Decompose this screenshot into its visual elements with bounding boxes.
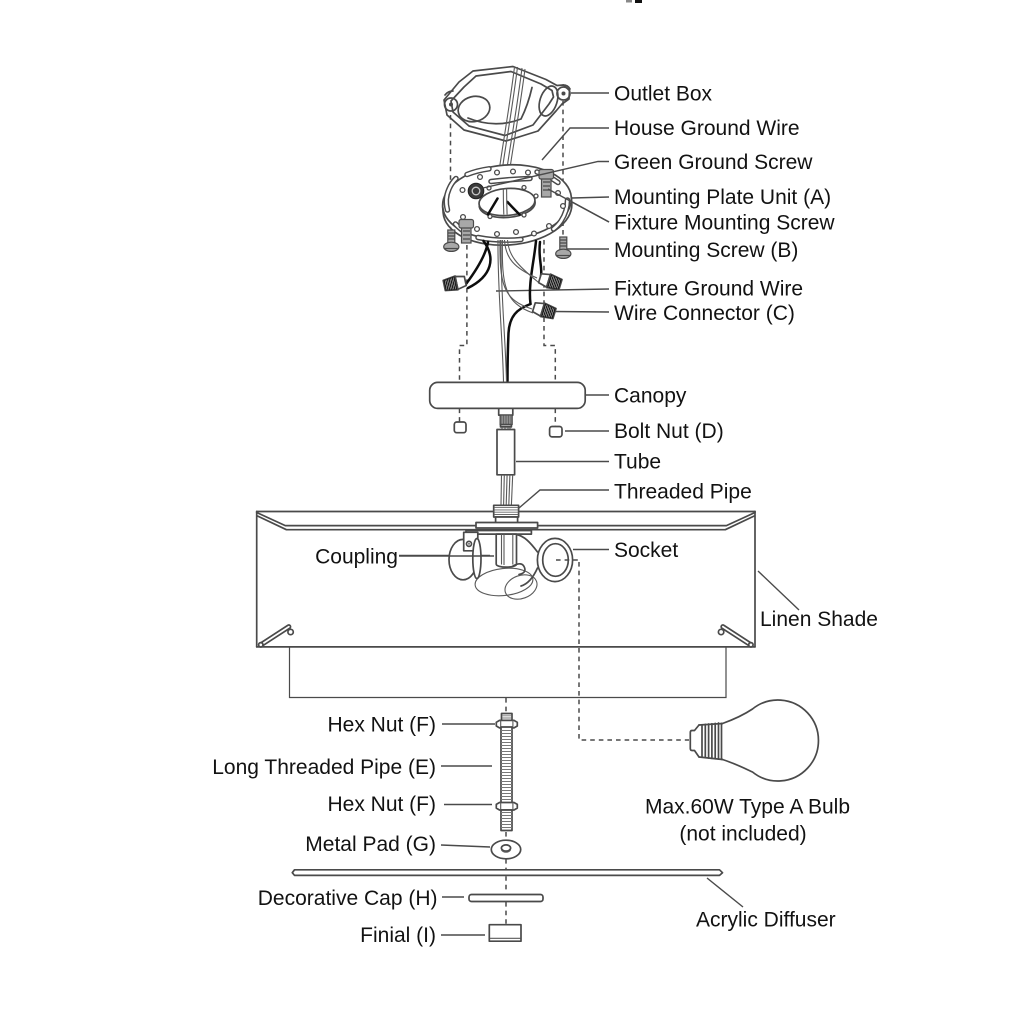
- svg-text:Socket: Socket: [614, 539, 678, 562]
- svg-text:Wire Connector (C): Wire Connector (C): [614, 302, 795, 325]
- svg-text:Hex Nut (F): Hex Nut (F): [327, 793, 436, 816]
- svg-text:Mounting Screw (B): Mounting Screw (B): [614, 239, 798, 262]
- svg-text:Fixture Mounting Screw: Fixture Mounting Screw: [614, 212, 835, 235]
- svg-text:Threaded Pipe: Threaded Pipe: [614, 481, 752, 504]
- svg-text:Long Threaded Pipe (E): Long Threaded Pipe (E): [212, 756, 436, 779]
- svg-text:Green Ground Screw: Green Ground Screw: [614, 151, 813, 174]
- svg-text:Max.60W Type A Bulb: Max.60W Type A Bulb: [645, 796, 850, 819]
- svg-text:Acrylic Diffuser: Acrylic Diffuser: [696, 909, 836, 932]
- svg-text:Outlet Box: Outlet Box: [614, 83, 713, 106]
- svg-text:Coupling: Coupling: [315, 546, 398, 569]
- svg-text:(not included): (not included): [679, 823, 806, 846]
- svg-text:Hex Nut (F): Hex Nut (F): [327, 714, 436, 737]
- svg-text:Canopy: Canopy: [614, 385, 687, 408]
- svg-text:Finial (I): Finial (I): [360, 924, 436, 947]
- svg-text:Metal Pad (G): Metal Pad (G): [305, 833, 436, 856]
- svg-text:House Ground Wire: House Ground Wire: [614, 117, 800, 140]
- svg-text:Linen Shade: Linen Shade: [760, 608, 878, 631]
- svg-text:Bolt Nut (D): Bolt Nut (D): [614, 420, 724, 443]
- svg-text:Fixture Ground Wire: Fixture Ground Wire: [614, 278, 803, 301]
- svg-text:Decorative Cap (H): Decorative Cap (H): [258, 887, 438, 910]
- svg-text:Tube: Tube: [614, 451, 661, 474]
- svg-text:Mounting Plate Unit (A): Mounting Plate Unit (A): [614, 186, 831, 209]
